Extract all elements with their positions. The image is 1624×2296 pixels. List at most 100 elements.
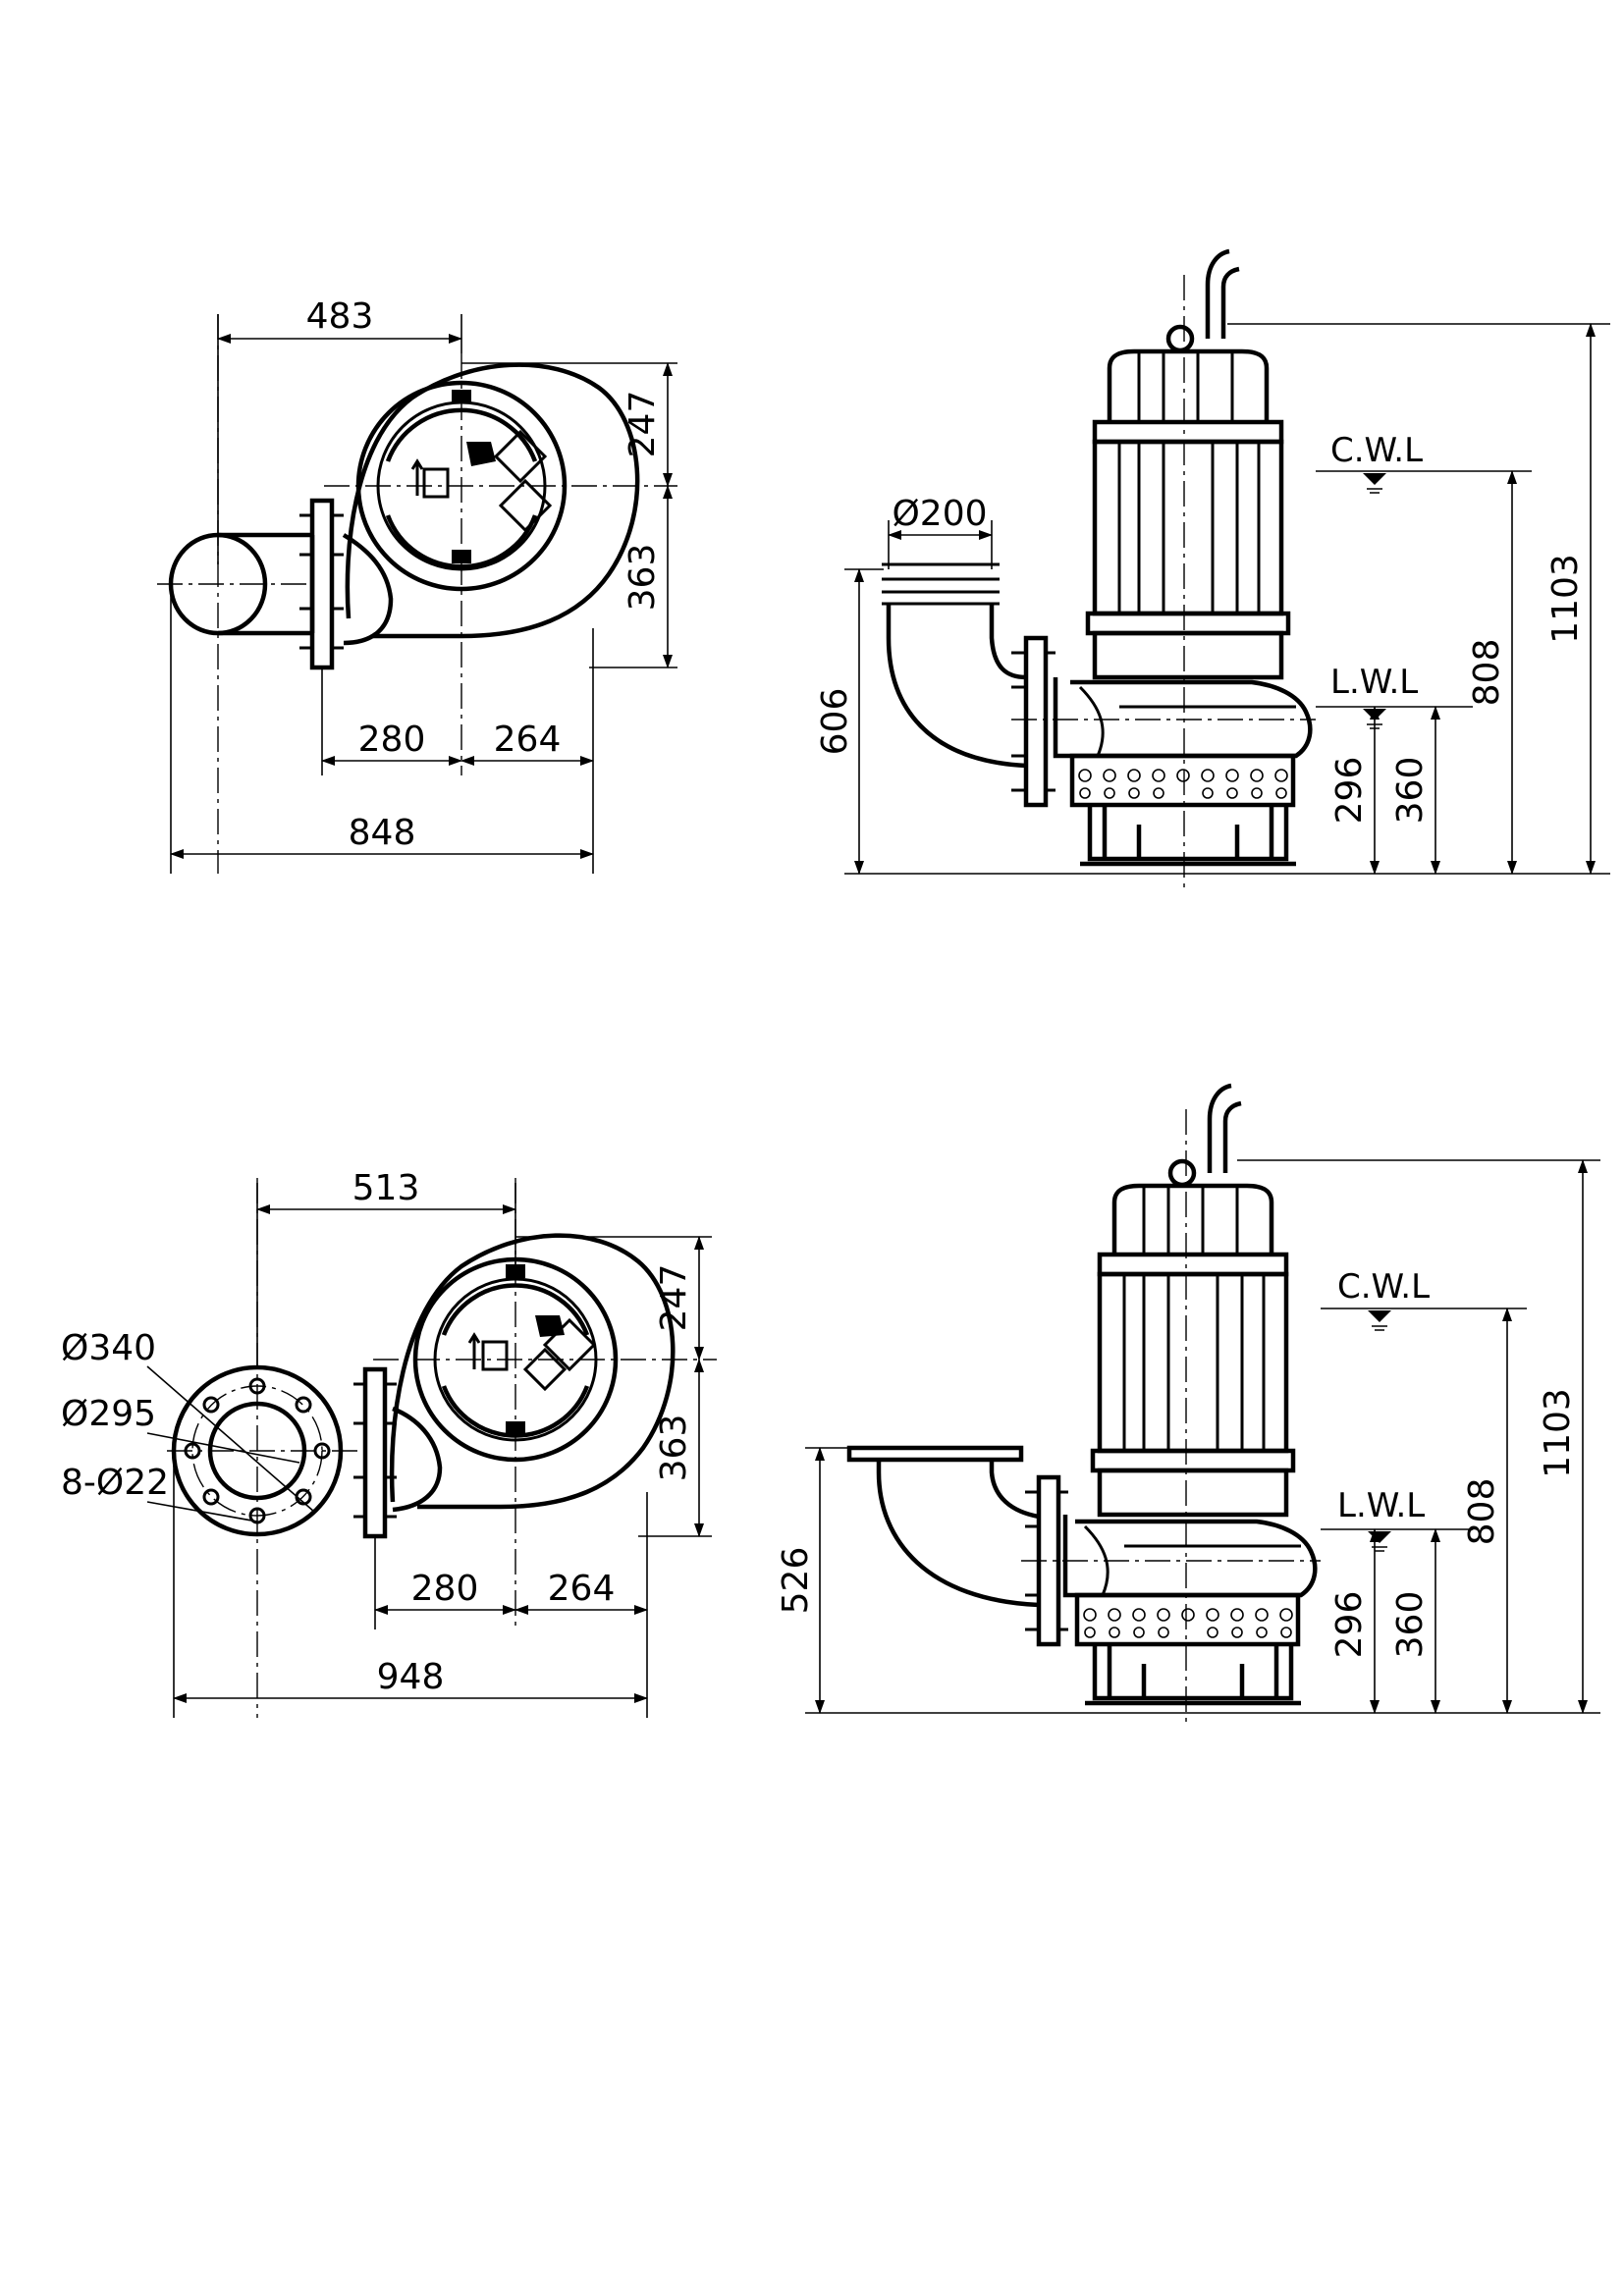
discharge-elbow xyxy=(876,1458,1040,1608)
dim-overall-width: 848 xyxy=(349,813,416,853)
cwl-marker-icon xyxy=(1368,1310,1391,1322)
strainer-holes-row2 xyxy=(1084,1627,1292,1638)
lifting-eye xyxy=(1165,324,1195,353)
dim-flange-bolt-holes: 8-Ø22 xyxy=(61,1463,169,1503)
lifting-eye xyxy=(1167,1158,1197,1188)
model-2-plan-view xyxy=(167,1178,717,1718)
nameplate-square xyxy=(422,467,450,499)
model-2-elevation-view xyxy=(846,1083,1321,1728)
dim-top-width: 513 xyxy=(352,1168,420,1208)
volute-detail xyxy=(1083,1524,1301,1596)
cwl-marker-icon xyxy=(1363,473,1386,485)
model-1-plan-dimensions: 483 247 363 280 264 848 xyxy=(170,296,677,874)
suction-strainer xyxy=(1069,753,1296,808)
cwl-label: C.W.L xyxy=(1337,1267,1430,1307)
model-2-water-levels: C.W.L L.W.L xyxy=(1337,1267,1430,1552)
model-1-elevation-view xyxy=(882,248,1316,888)
dim-lwl-height: 296 xyxy=(1329,757,1370,825)
rotation-arrow-icon xyxy=(467,1332,481,1369)
rotation-arrow-icon xyxy=(410,458,424,496)
leader-bolt-holes xyxy=(146,1501,258,1522)
dim-outlet-height: 606 xyxy=(815,688,855,756)
leader-outer-diameter xyxy=(146,1365,315,1513)
dim-total-height: 1103 xyxy=(1538,1388,1578,1478)
suction-strainer xyxy=(1074,1592,1301,1647)
casing-neck xyxy=(392,1406,443,1513)
motor-top-ribs xyxy=(1137,353,1234,422)
flange-bolts xyxy=(353,1382,397,1519)
power-cable xyxy=(1207,1083,1242,1173)
outlet-flange xyxy=(1023,635,1049,808)
dim-upper-height: 247 xyxy=(623,391,663,458)
dim-left-offset: 280 xyxy=(358,720,426,760)
flange-bolts xyxy=(299,513,344,650)
discharge-elbow-rings xyxy=(882,562,1000,606)
motor-top-flange xyxy=(1092,419,1284,445)
motor-body xyxy=(1092,439,1284,616)
dim-outlet-diameter: Ø200 xyxy=(892,494,987,534)
lwl-label: L.W.L xyxy=(1337,1486,1425,1525)
motor-top-cover xyxy=(1111,1183,1274,1255)
motor-body xyxy=(1097,1271,1289,1454)
dim-upper-height: 247 xyxy=(654,1264,694,1332)
model-2-plan-dimensions: 513 247 363 280 264 948 Ø340 Ø295 8-Ø22 xyxy=(61,1168,712,1718)
volute-casing xyxy=(389,1233,676,1510)
warning-sign-hatch xyxy=(535,1315,565,1337)
dim-lower-height: 363 xyxy=(654,1415,694,1482)
motor-top-ribs xyxy=(1142,1188,1239,1255)
volute-body xyxy=(1053,677,1313,759)
dim-right-offset: 264 xyxy=(548,1569,616,1609)
volute-detail xyxy=(1078,685,1296,757)
strainer-holes-row2 xyxy=(1079,787,1287,799)
dim-cwl-height: 808 xyxy=(1462,1478,1502,1546)
casing-neck xyxy=(342,533,394,646)
dim-lwl-line-height: 360 xyxy=(1390,757,1431,825)
dim-total-height: 1103 xyxy=(1545,554,1586,644)
motor-top-flange xyxy=(1097,1252,1289,1277)
bearing-housing xyxy=(1092,630,1284,680)
discharge-flange xyxy=(362,1366,388,1539)
motor-body-ribs xyxy=(1122,1274,1266,1451)
discharge-elbow xyxy=(886,604,1027,769)
dim-lwl-height: 296 xyxy=(1329,1591,1370,1659)
motor-lower-flange xyxy=(1090,1448,1296,1473)
motor-lower-flange xyxy=(1085,611,1291,636)
dim-lower-height: 363 xyxy=(623,544,663,612)
base-stand xyxy=(1085,1644,1301,1706)
dim-outlet-height: 526 xyxy=(776,1547,816,1615)
dim-overall-width: 948 xyxy=(377,1657,445,1697)
discharge-flange xyxy=(309,498,335,670)
model-1-elevation-dimensions: Ø200 606 296 360 808 1103 xyxy=(815,323,1610,875)
base-stand xyxy=(1080,805,1296,867)
dim-right-offset: 264 xyxy=(494,720,562,760)
lug-bottom xyxy=(452,550,471,563)
volute-body xyxy=(1062,1515,1318,1598)
dim-flange-outer-diameter: Ø340 xyxy=(61,1328,156,1368)
dim-lwl-line-height: 360 xyxy=(1390,1591,1431,1659)
nameplate-square xyxy=(481,1340,509,1371)
strainer-holes-row1 xyxy=(1083,1608,1293,1622)
model-2-elevation-dimensions: 526 296 360 808 1103 xyxy=(776,1159,1600,1714)
dim-cwl-height: 808 xyxy=(1467,639,1507,707)
warning-sign-icon xyxy=(493,429,553,533)
dim-left-offset: 280 xyxy=(411,1569,479,1609)
dim-top-width: 483 xyxy=(306,296,374,337)
lwl-marker-icon xyxy=(1368,1531,1391,1543)
warning-sign-hatch xyxy=(466,442,496,466)
lwl-label: L.W.L xyxy=(1330,663,1418,702)
leader-bolt-circle xyxy=(146,1432,300,1464)
model-1-water-levels: C.W.L L.W.L xyxy=(1330,431,1423,729)
model-1-plan-view xyxy=(157,314,677,874)
bearing-housing xyxy=(1097,1468,1289,1518)
lwl-marker-icon xyxy=(1363,709,1386,721)
cwl-label: C.W.L xyxy=(1330,431,1423,470)
volute-casing xyxy=(345,362,640,639)
power-cable xyxy=(1205,248,1240,339)
outlet-flange-bolts xyxy=(1025,1490,1068,1631)
discharge-top-flange xyxy=(846,1445,1024,1463)
strainer-holes-row1 xyxy=(1078,769,1288,782)
outlet-flange-bolts xyxy=(1011,651,1056,792)
dim-flange-bolt-circle: Ø295 xyxy=(61,1394,156,1434)
motor-top-cover xyxy=(1107,348,1270,422)
